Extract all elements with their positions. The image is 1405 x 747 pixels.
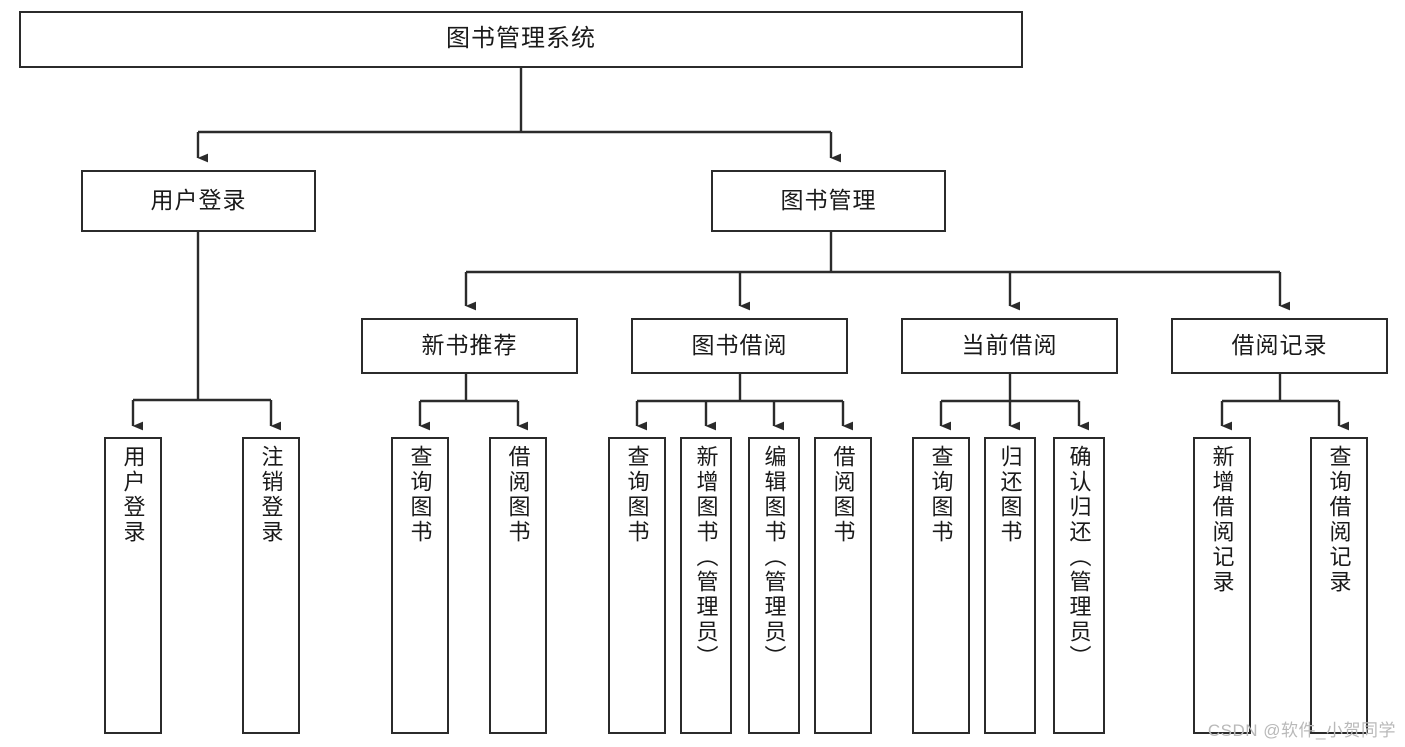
node-label: 用户登录 <box>120 445 146 545</box>
leaf-user-login-signout[interactable]: 注销登录 <box>242 437 300 734</box>
node-label: 新书推荐 <box>421 332 518 359</box>
node-label: 新增图书（管理员） <box>693 445 719 670</box>
node-label: 查询图书 <box>928 445 954 545</box>
node-root-system[interactable]: 图书管理系统 <box>19 11 1023 68</box>
node-book-borrow[interactable]: 图书借阅 <box>631 318 848 374</box>
node-label: 图书管理 <box>780 187 877 214</box>
leaf-user-login-signin[interactable]: 用户登录 <box>104 437 162 734</box>
node-label: 借阅图书 <box>505 445 531 545</box>
node-label: 编辑图书（管理员） <box>761 445 787 670</box>
node-label: 注销登录 <box>258 445 284 545</box>
node-label: 借阅记录 <box>1231 332 1328 359</box>
node-current-borrow[interactable]: 当前借阅 <box>901 318 1118 374</box>
node-user-login[interactable]: 用户登录 <box>81 170 316 232</box>
leaf-current-return-book[interactable]: 归还图书 <box>984 437 1036 734</box>
node-label: 新增借阅记录 <box>1209 445 1235 595</box>
node-label: 查询图书 <box>407 445 433 545</box>
leaf-current-query-book[interactable]: 查询图书 <box>912 437 970 734</box>
csdn-watermark: CSDN @软件_小贺同学 <box>1207 721 1396 740</box>
leaf-borrow-add-book-admin[interactable]: 新增图书（管理员） <box>680 437 732 734</box>
node-label: 当前借阅 <box>961 332 1058 359</box>
node-label: 借阅图书 <box>830 445 856 545</box>
leaf-borrow-edit-book-admin[interactable]: 编辑图书（管理员） <box>748 437 800 734</box>
node-book-management[interactable]: 图书管理 <box>711 170 946 232</box>
node-new-book-recommend[interactable]: 新书推荐 <box>361 318 578 374</box>
node-label: 用户登录 <box>150 187 247 214</box>
leaf-record-add-record[interactable]: 新增借阅记录 <box>1193 437 1251 734</box>
node-label: 查询图书 <box>624 445 650 545</box>
leaf-borrow-query-book[interactable]: 查询图书 <box>608 437 666 734</box>
node-label: 图书借阅 <box>691 332 788 359</box>
leaf-record-query-record[interactable]: 查询借阅记录 <box>1310 437 1368 734</box>
node-label: 查询借阅记录 <box>1326 445 1352 595</box>
leaf-borrow-borrow-book[interactable]: 借阅图书 <box>814 437 872 734</box>
leaf-recommend-query-book[interactable]: 查询图书 <box>391 437 449 734</box>
leaf-recommend-borrow-book[interactable]: 借阅图书 <box>489 437 547 734</box>
node-label: 图书管理系统 <box>446 25 596 53</box>
node-label: 归还图书 <box>997 445 1023 545</box>
leaf-current-confirm-return-admin[interactable]: 确认归还（管理员） <box>1053 437 1105 734</box>
node-label: 确认归还（管理员） <box>1066 445 1092 670</box>
node-borrow-record[interactable]: 借阅记录 <box>1171 318 1388 374</box>
